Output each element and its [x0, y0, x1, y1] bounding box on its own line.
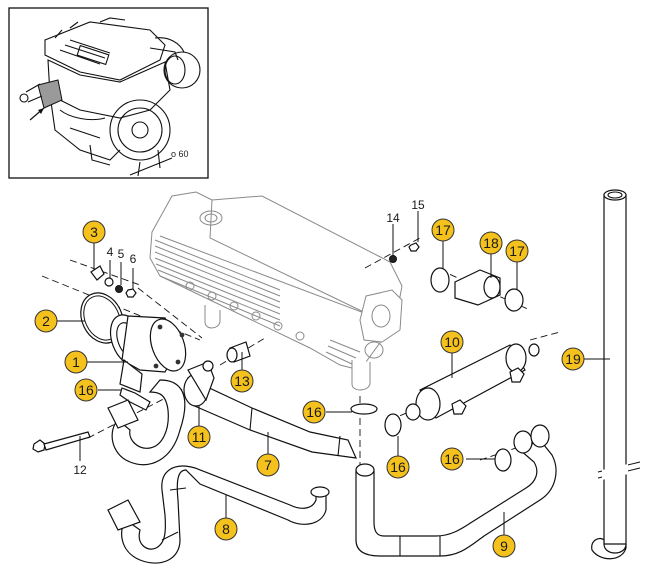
nipple-part — [119, 387, 151, 411]
heat-exchanger-part — [405, 343, 540, 421]
callout-9[interactable]: 9 — [492, 534, 516, 558]
svg-text:2: 2 — [42, 313, 50, 329]
callout-19[interactable]: 19 — [561, 347, 585, 371]
svg-text:5: 5 — [118, 247, 125, 261]
callout-7[interactable]: 7 — [256, 453, 280, 477]
svg-text:4: 4 — [107, 245, 114, 259]
svg-text:12: 12 — [73, 463, 87, 477]
elbow-18-assembly — [430, 267, 524, 312]
exhaust-elbow-part — [109, 314, 187, 393]
nut-15-part — [408, 242, 420, 252]
hose-7-part — [183, 360, 357, 459]
callout-15[interactable]: 15 — [411, 198, 425, 212]
callouts: 3 4 5 6 2 1 16 12 11 13 7 8 9 10 16 16 1… — [34, 198, 585, 558]
hose-9-part — [355, 424, 557, 557]
lock-washer-part — [115, 285, 123, 293]
callout-4[interactable]: 4 — [107, 245, 114, 259]
pipe-19-part — [591, 189, 641, 560]
callout-17a[interactable]: 17 — [431, 218, 455, 242]
spacer-part — [226, 341, 251, 363]
nut-part — [125, 288, 137, 298]
callout-17b[interactable]: 17 — [505, 239, 529, 263]
svg-text:13: 13 — [234, 373, 250, 389]
exhaust-manifold — [149, 191, 403, 391]
stud-part — [90, 265, 105, 281]
clamp-16b-part — [350, 403, 378, 415]
svg-text:16: 16 — [444, 451, 460, 467]
svg-text:16: 16 — [390, 459, 406, 475]
svg-text:19: 19 — [565, 351, 581, 367]
callout-11[interactable]: 11 — [187, 425, 211, 449]
svg-text:7: 7 — [264, 457, 272, 473]
clamp-16c-part — [384, 413, 402, 437]
callout-3[interactable]: 3 — [82, 220, 106, 244]
svg-text:1: 1 — [72, 354, 80, 370]
callout-10[interactable]: 10 — [440, 330, 464, 354]
callout-16c[interactable]: 16 — [386, 455, 410, 479]
svg-text:16: 16 — [306, 404, 322, 420]
dimension-label: o 60 — [171, 149, 189, 159]
callout-1[interactable]: 1 — [64, 350, 88, 374]
svg-text:8: 8 — [222, 521, 230, 537]
svg-text:6: 6 — [130, 252, 137, 266]
clamp-16d-part — [494, 448, 512, 472]
svg-text:3: 3 — [90, 224, 98, 240]
callout-5[interactable]: 5 — [118, 247, 125, 261]
engine-illustration — [19, 17, 201, 177]
svg-text:18: 18 — [483, 235, 499, 251]
washer-part — [104, 277, 114, 287]
svg-text:10: 10 — [444, 334, 460, 350]
bolt-part — [32, 431, 91, 453]
callout-18[interactable]: 18 — [479, 231, 503, 255]
svg-text:11: 11 — [192, 429, 207, 445]
callout-6[interactable]: 6 — [130, 252, 137, 266]
callout-2[interactable]: 2 — [34, 309, 58, 333]
callout-12[interactable]: 12 — [73, 463, 87, 477]
svg-text:14: 14 — [386, 211, 400, 225]
callout-16a[interactable]: 16 — [74, 378, 98, 402]
svg-text:15: 15 — [411, 198, 425, 212]
clamp-parts — [350, 403, 512, 472]
svg-text:16: 16 — [78, 382, 94, 398]
washer-14-part — [389, 255, 397, 263]
callout-16d[interactable]: 16 — [440, 447, 464, 471]
svg-text:17: 17 — [509, 243, 525, 259]
callout-16b[interactable]: 16 — [302, 400, 326, 424]
hose-8-part — [107, 465, 330, 564]
s-hose-left — [107, 379, 186, 466]
callout-14[interactable]: 14 — [386, 211, 400, 225]
engine-inset: o 60 — [8, 7, 209, 179]
callout-8[interactable]: 8 — [214, 517, 238, 541]
callout-13[interactable]: 13 — [230, 369, 254, 393]
svg-text:9: 9 — [500, 538, 508, 554]
svg-text:17: 17 — [435, 222, 451, 238]
